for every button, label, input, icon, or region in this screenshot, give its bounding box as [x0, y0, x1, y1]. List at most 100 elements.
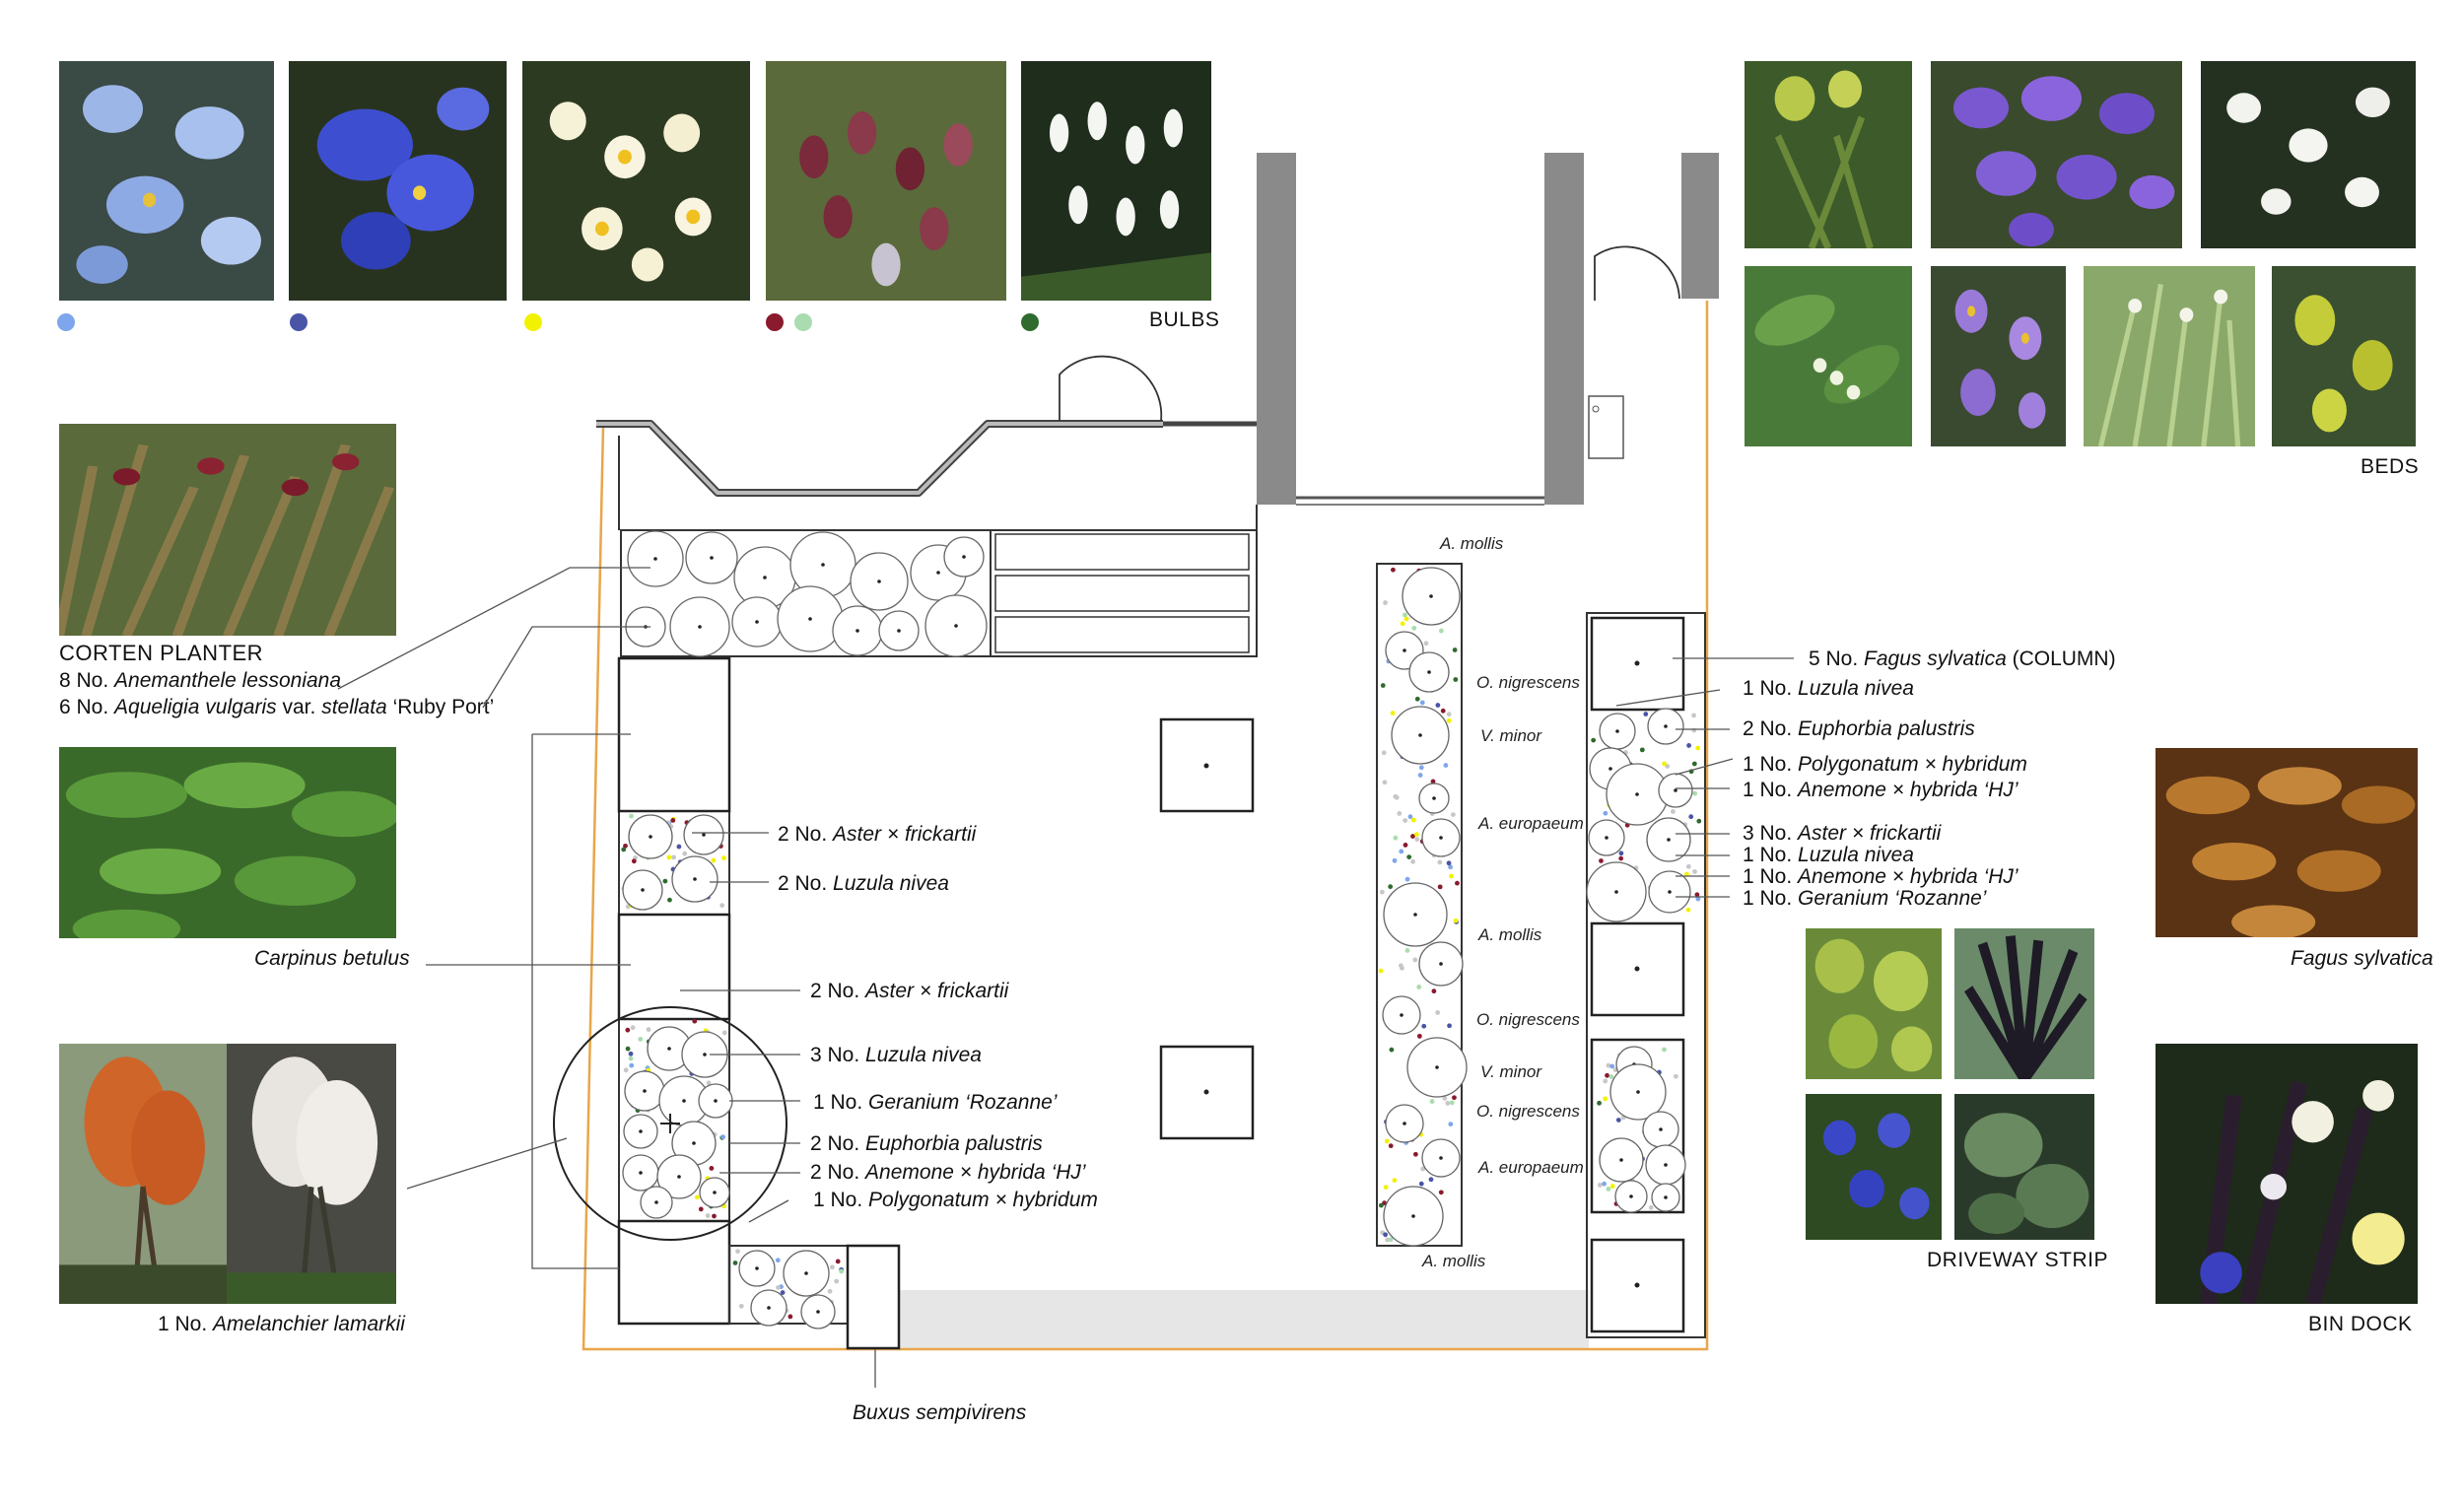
left-bed-plant-16-centre [755, 1266, 759, 1270]
site-boundary [582, 301, 1709, 1351]
bindock-photo [2156, 1044, 2418, 1304]
right-bed-label-7-prefix: 1 No. [1743, 865, 1798, 888]
bulb-speckle [1403, 616, 1409, 622]
bulb-speckle [1446, 717, 1452, 723]
driveway-caption: DRIVEWAY STRIP [1927, 1249, 2108, 1271]
bulb-speckle [1643, 712, 1649, 716]
bulb-speckle [1431, 988, 1437, 994]
left-bed-plant-19-centre [816, 1310, 820, 1314]
bulb-speckle [1378, 968, 1384, 974]
bulb-speckle [1437, 859, 1443, 865]
bulb-speckle [1388, 1237, 1394, 1243]
carpinus-label: Carpinus betulus [254, 947, 410, 970]
bulb-speckle [692, 1018, 698, 1024]
left-bed-label-8: 1 No. Polygonatum × hybridum [813, 1189, 1098, 1211]
left-bed-plant-5-centre [667, 1047, 671, 1051]
strip-plant-1-centre [1429, 594, 1433, 598]
right-bed-plant-3-centre [1608, 767, 1612, 771]
left-bed-label-3-prefix: 2 No. [810, 980, 865, 1002]
corten-plant-6-centre [936, 571, 940, 575]
corten-line-2-plant: Aqueligia vulgaris [114, 696, 277, 718]
bulb-speckle [1691, 727, 1697, 733]
bulb-speckle [787, 1314, 793, 1320]
strip-label-3: V. minor [1480, 726, 1542, 745]
beds-photo-luzula-nivea [2084, 266, 2255, 446]
bulb-speckle [1597, 1183, 1603, 1188]
bulb-speckle [1673, 1073, 1678, 1079]
bulb-speckle [1419, 700, 1425, 706]
right-bed-plant-1-centre [1615, 729, 1619, 733]
left-bed-label-4-plant: Luzula nivea [865, 1044, 982, 1066]
bulb-speckle [1449, 1100, 1455, 1106]
bulb-speckle [1602, 1181, 1607, 1187]
corten-line-1-prefix: 8 No. [59, 669, 109, 692]
bulb-speckle [1410, 834, 1415, 839]
paving-strip [899, 1290, 1589, 1349]
bulb-speckle [1404, 948, 1410, 953]
driveway-photo-alchemilla [1806, 928, 1942, 1079]
right-bed-label-4-prefix: 1 No. [1743, 779, 1798, 801]
bulb-speckle [1686, 743, 1691, 748]
carpinus-photo [59, 747, 396, 938]
bulb-speckle [1694, 892, 1700, 898]
corten-planter [620, 529, 1258, 657]
bulb-speckle [1418, 1181, 1424, 1187]
bulb-speckle [1416, 985, 1422, 989]
beds-photo-euphorbia-palustris [2272, 266, 2416, 446]
bulb-speckle [698, 1206, 704, 1212]
buxus-label: Buxus sempivirens [853, 1401, 1027, 1424]
bulb-speckle [712, 1213, 717, 1219]
leader-lines [337, 567, 1794, 1388]
bulb-speckle [834, 1278, 840, 1284]
bulb-speckle [623, 843, 628, 849]
bulb-speckle [1605, 1072, 1609, 1078]
bulb-speckle [1442, 1096, 1448, 1101]
right-bed-label-5-plant: Aster × frickartii [1796, 822, 1943, 845]
middle-strip [1376, 563, 1468, 1247]
bulb-speckle [1695, 896, 1701, 902]
strip-label-7: V. minor [1480, 1062, 1542, 1081]
amelanchier-plant: Amelanchier lamarkii [213, 1313, 405, 1335]
bulb-speckle [1416, 1033, 1422, 1039]
strip-plant-6-centre [1439, 836, 1443, 840]
bulb-speckle [1412, 957, 1418, 963]
left-bed-label-7-prefix: 2 No. [810, 1161, 865, 1184]
bulb-color-dot-pale-green [794, 313, 812, 331]
bulb-color-dot-pale-blue [57, 313, 75, 331]
bulb-speckle [1383, 1185, 1389, 1191]
bulb-photo-iris-reticulata-dark [289, 61, 507, 301]
corten-plant-3-centre [763, 576, 767, 579]
right-bed-label-6: 1 No. Luzula nivea [1743, 844, 1914, 866]
right-bed-label-6-prefix: 1 No. [1743, 844, 1798, 866]
corten-plant-9-centre [698, 625, 702, 629]
corten-line-2-cultivar: ‘Ruby Port’ [392, 696, 495, 718]
bulb-speckle [682, 851, 688, 856]
bulb-speckle [1684, 871, 1689, 877]
bulb-speckle [1429, 1099, 1435, 1104]
corten-plant-2-centre [710, 556, 714, 560]
bulb-speckle [1420, 1166, 1426, 1172]
right-bed-plant-8-centre [1614, 890, 1618, 894]
beds-photo-anemone-hybrida [2201, 61, 2416, 248]
driveway-photo-asarum [1954, 1094, 2094, 1240]
bulb-speckle [1455, 880, 1460, 886]
right-bed-label-6-plant: Luzula nivea [1798, 844, 1914, 866]
bulb-speckle [1438, 1190, 1444, 1195]
left-bed-plant-12-centre [639, 1171, 643, 1175]
bindock-caption: BIN DOCK [2308, 1313, 2413, 1335]
bulb-color-dot-yellow [524, 313, 542, 331]
bulb-color-dot-dark-green [1021, 313, 1039, 331]
right-bed-label-8-prefix: 1 No. [1743, 887, 1798, 910]
bulb-speckle [1662, 1047, 1667, 1053]
bulb-speckle [1443, 763, 1449, 768]
bulb-speckle [676, 844, 682, 850]
bulb-speckle [628, 1056, 634, 1061]
bulb-speckle [1392, 1178, 1398, 1184]
bulb-speckle [623, 1067, 629, 1073]
bulb-speckle [1437, 884, 1443, 890]
right-bed-label-8-plant: Geranium ‘Rozanne’ [1798, 887, 1987, 910]
left-bed-label-1: 2 No. Aster × frickartii [778, 823, 978, 846]
bulb-speckle [666, 854, 672, 860]
strip-plant-11-centre [1403, 1122, 1406, 1125]
